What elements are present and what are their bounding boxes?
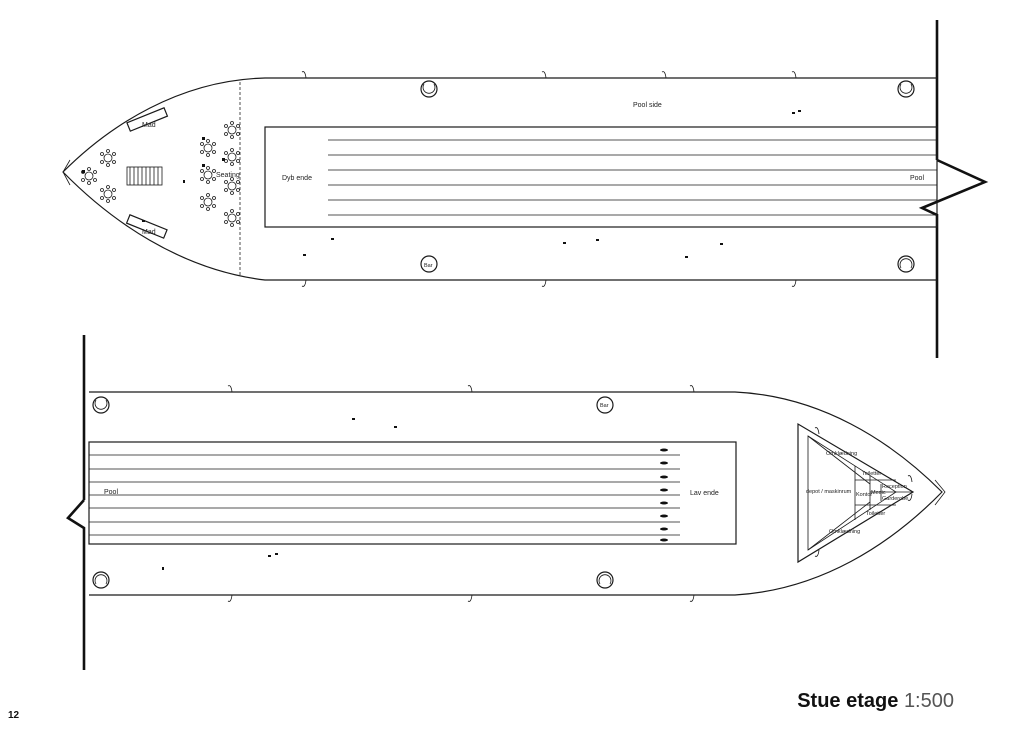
food-counter-top [126,107,169,132]
label-dyb-ende: Dyb ende [282,175,312,182]
lane-starting-blocks [660,448,668,542]
cleats-upper [301,71,797,287]
label-garderobe: Garderobe [882,496,908,502]
label-reception: Reception [882,484,907,490]
bow-rooms-inner [807,435,897,551]
pool-basin-lower [88,441,737,545]
label-bar-lower: Bar [600,403,609,409]
label-seating: Seating [216,172,240,179]
label-pool-side: Pool side [633,102,662,109]
label-depot: depot / maskinrum [806,489,852,495]
bow-room-partitions [807,435,913,551]
pool-lanes-lower [89,454,680,536]
label-toiletter-bottom: Toiletter [866,511,885,517]
label-toiletter-top: Toiletter [862,471,881,477]
label-omklaedning-top: Omklædning [826,451,857,457]
title-main: Stue etage [797,690,899,712]
label-omklaedning-bottom: Omklædning [829,529,860,535]
label-pool-upper: Pool [910,175,924,182]
pool-lanes-upper [328,139,937,216]
label-mad-top: Mad [142,122,156,129]
loungers-upper [82,110,801,258]
label-medic: Medic [871,490,886,496]
label-lav-ende: Lav ende [690,490,719,497]
pool-basin-upper [264,126,938,228]
food-counter-bottom [125,214,168,239]
bow-tip-upper [62,159,71,186]
stairs [126,166,163,186]
bow-tip-lower [934,479,946,506]
cleats-lower [227,385,913,602]
bow-rooms-outline [797,422,915,564]
hull-outline-lower [89,391,943,596]
revolving-door-icons-upper [420,80,915,273]
page-number: 12 [8,710,20,721]
drawing-title: Stue etage 1:500 [797,690,954,713]
upper-plan: Mad Mad Seating Dyb ende Pool side Pool … [62,20,989,358]
stair-steps [129,167,159,185]
label-kontor: Kontor [856,492,872,498]
lower-plan: Pool Bar Lav ende Omklædning Omklædning … [66,335,946,670]
label-pool-lower: Pool [104,489,118,496]
label-mad-bottom: Mad [142,229,156,236]
loungers-lower [162,418,397,570]
quay-wall-break-upper [918,158,989,358]
quay-wall-break-lower [66,499,86,670]
revolving-door-icons-lower [92,396,614,589]
label-bar-upper: Bar [424,263,433,269]
hull-outline-upper [62,77,937,281]
title-scale: 1:500 [903,690,954,712]
